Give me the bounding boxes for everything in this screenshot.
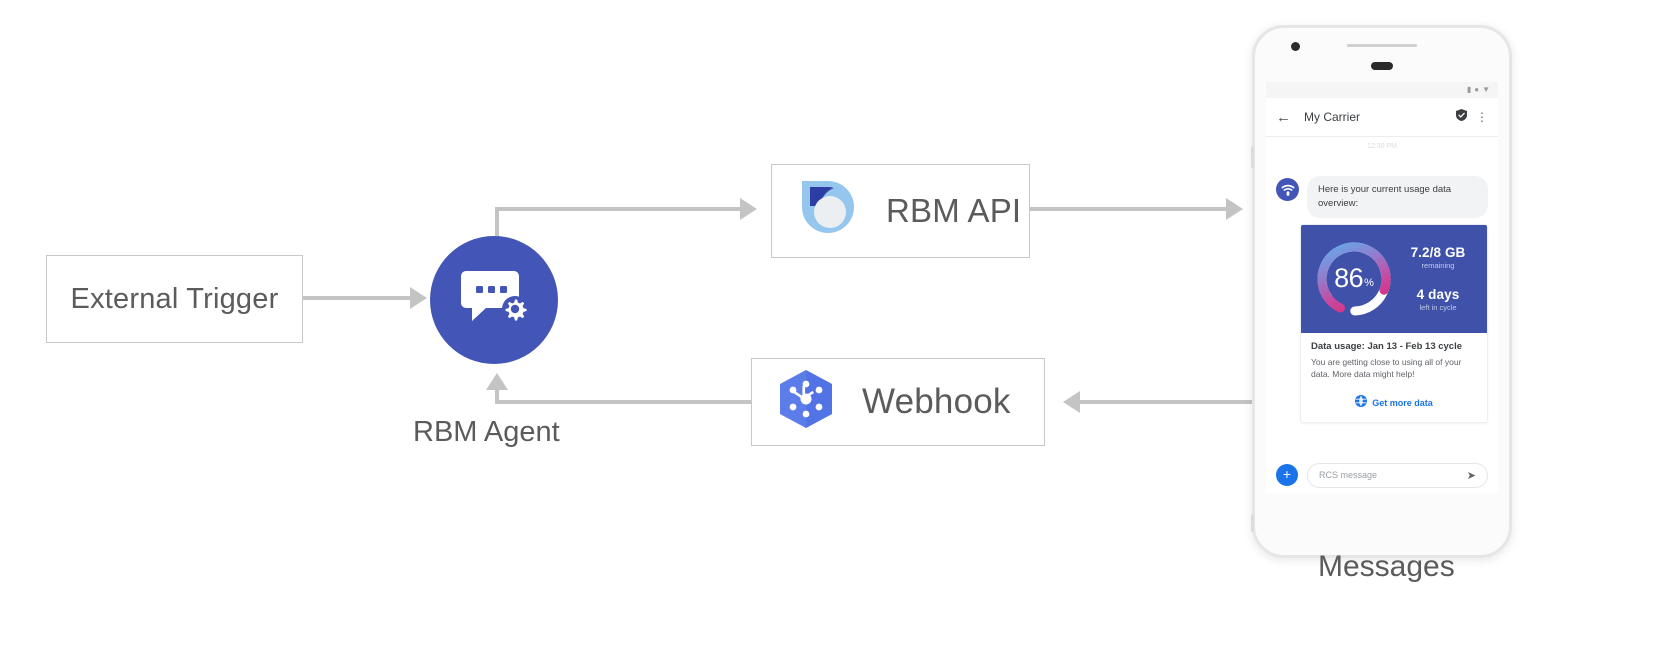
conversation-title: My Carrier (1304, 110, 1360, 124)
globe-icon (1355, 394, 1368, 412)
arrowhead-agent-to-api (740, 198, 757, 220)
connector-webhook-to-agent-horizontal (495, 400, 751, 404)
connector-trigger-to-agent (303, 296, 410, 300)
battery-icon: ▼ (1482, 85, 1490, 94)
wifi-icon: ● (1474, 85, 1480, 94)
stat-data-remaining-label: remaining (1421, 261, 1455, 271)
message-timestamp: 12:30 PM (1367, 143, 1397, 150)
rbm-api-label: RBM API (886, 192, 1022, 229)
message-composer: + RCS message ➤ (1266, 452, 1498, 493)
connector-agent-to-api-horizontal (495, 207, 740, 211)
verified-shield-icon (1456, 108, 1467, 126)
front-camera-icon (1291, 42, 1300, 51)
rich-card-hero: 86 % 7.2/8 GB remaining 4 days left in c… (1301, 224, 1487, 333)
agent-message-bubble: Here is your current usage data overview… (1307, 176, 1488, 218)
connector-phone-to-webhook (1080, 400, 1254, 404)
rich-card-title: Data usage: Jan 13 - Feb 13 cycle (1311, 340, 1463, 352)
phone-screen: ▮ ● ▼ ← My Carrier ⋮ 12:30 PM (1266, 82, 1498, 493)
plus-icon[interactable]: + (1276, 464, 1298, 486)
stat-data-remaining-value: 7.2/8 GB (1410, 245, 1466, 261)
hero-stats: 7.2/8 GB remaining 4 days left in cycle (1397, 245, 1483, 312)
rbm-agent-caption: RBM Agent (413, 416, 560, 448)
carrier-wifi-icon (1276, 178, 1299, 201)
external-trigger-label: External Trigger (70, 282, 279, 315)
connector-webhook-to-agent-vertical (495, 390, 499, 404)
agent-message-row: Here is your current usage data overview… (1266, 176, 1498, 218)
conversation-area: 12:30 PM Here is your current usage data… (1266, 137, 1498, 452)
phone-device: ▮ ● ▼ ← My Carrier ⋮ 12:30 PM (1251, 25, 1512, 558)
get-more-data-label: Get more data (1372, 398, 1433, 409)
webhook-label: Webhook (862, 382, 1011, 421)
node-webhook[interactable]: Webhook (751, 358, 1045, 446)
rbm-droplet-icon (792, 173, 864, 250)
connector-api-to-phone (1030, 207, 1230, 211)
arrowhead-phone-to-webhook (1063, 391, 1080, 413)
rich-card-body: Data usage: Jan 13 - Feb 13 cycle You ar… (1301, 333, 1487, 386)
signal-icon: ▮ (1466, 85, 1472, 94)
gauge-value: 86 % (1311, 236, 1397, 322)
rich-card[interactable]: 86 % 7.2/8 GB remaining 4 days left in c… (1300, 223, 1488, 424)
gauge-percent-number: 86 (1334, 263, 1364, 294)
stat-spacer (1397, 270, 1479, 287)
rcs-message-placeholder: RCS message (1319, 470, 1378, 480)
cloud-functions-hexagon-icon (770, 364, 842, 441)
stat-days-left-value: 4 days (1416, 287, 1460, 303)
chat-bubble-gear-icon (460, 267, 528, 334)
status-bar: ▮ ● ▼ (1266, 82, 1498, 98)
sensor-bar (1371, 62, 1393, 70)
back-arrow-icon[interactable]: ← (1276, 108, 1291, 126)
arrowhead-webhook-to-agent (486, 373, 508, 390)
get-more-data-button[interactable]: Get more data (1301, 385, 1487, 422)
earpiece (1347, 44, 1417, 47)
side-button-lower[interactable] (1251, 514, 1254, 532)
rich-card-description: You are getting close to using all of yo… (1311, 356, 1462, 380)
stat-days-left-label: left in cycle (1419, 303, 1457, 313)
arrowhead-api-to-phone (1226, 198, 1243, 220)
node-rbm-agent[interactable] (430, 236, 558, 364)
gauge-percent-symbol: % (1364, 276, 1374, 289)
node-external-trigger[interactable]: External Trigger (46, 255, 303, 343)
send-icon[interactable]: ➤ (1466, 469, 1476, 482)
arrowhead-trigger-to-agent (410, 287, 427, 309)
overflow-menu-icon[interactable]: ⋮ (1476, 110, 1488, 124)
messages-caption: Messages (1318, 550, 1455, 583)
node-rbm-api[interactable]: RBM API (771, 164, 1030, 258)
rcs-message-input[interactable]: RCS message ➤ (1307, 462, 1488, 488)
app-bar: ← My Carrier ⋮ (1266, 98, 1498, 137)
side-button[interactable] (1251, 146, 1254, 168)
usage-gauge: 86 % (1311, 236, 1397, 322)
